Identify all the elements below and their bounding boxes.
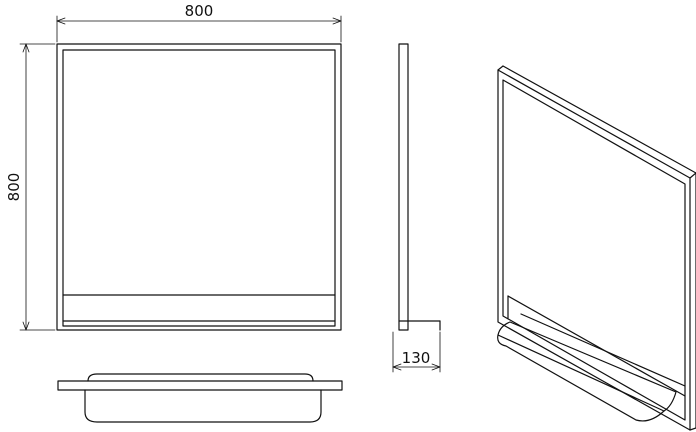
height-label: 800: [5, 173, 23, 202]
depth-label: 130: [402, 349, 431, 367]
top-shelf-outline: [87, 373, 314, 382]
iso-shelf-back: [507, 295, 686, 397]
front-view: [56, 43, 342, 331]
iso-frame-inner: [502, 79, 686, 421]
top-view: [57, 373, 343, 423]
top-shelf-tray: [84, 389, 322, 423]
side-frame: [398, 43, 409, 331]
front-frame-outer: [56, 43, 342, 331]
side-view: [398, 43, 441, 331]
width-dimension: [56, 15, 342, 43]
top-frame: [57, 380, 343, 391]
depth-dimension: [392, 331, 441, 373]
front-frame-inner: [62, 49, 336, 327]
height-dimension: [19, 43, 56, 331]
isometric-view: [497, 65, 696, 431]
width-label: 800: [185, 2, 214, 20]
iso-shelf: [497, 321, 677, 412]
